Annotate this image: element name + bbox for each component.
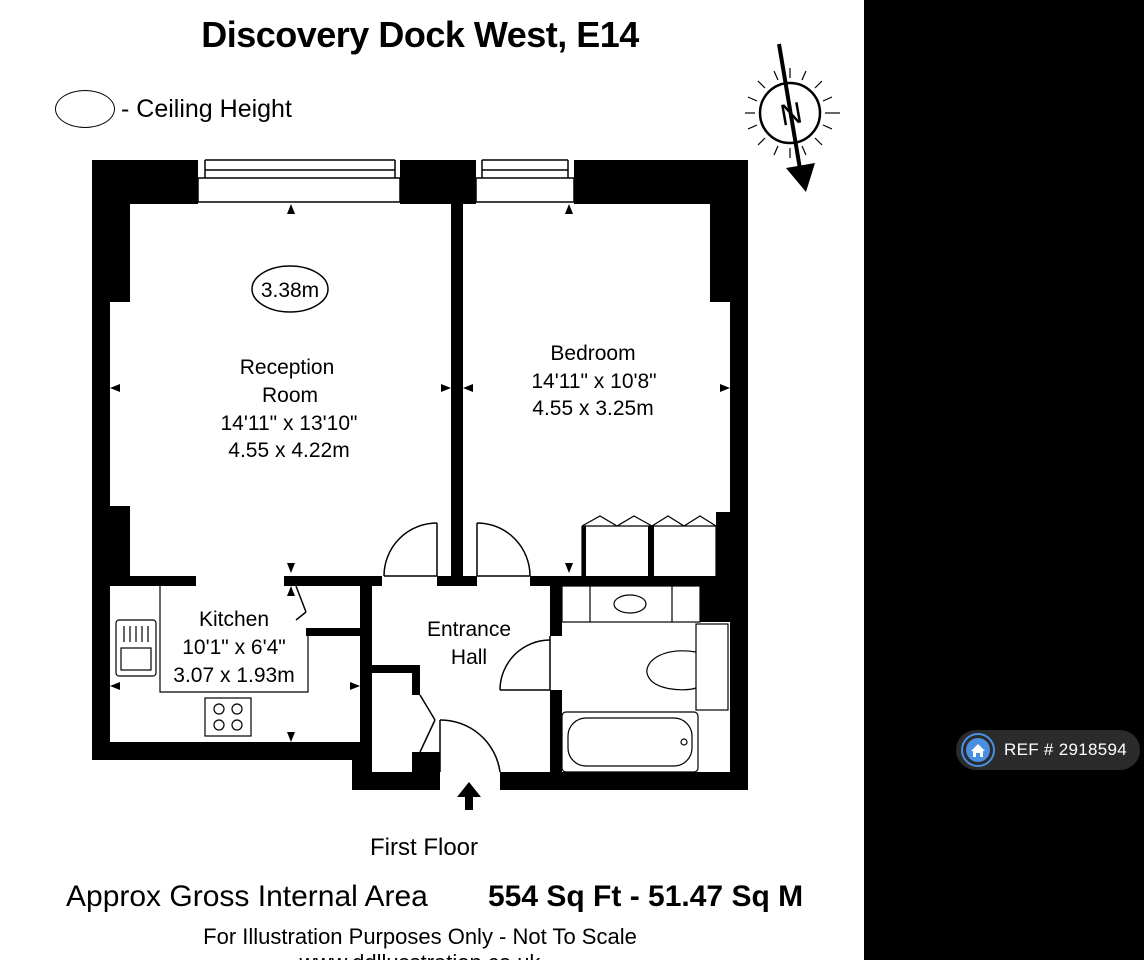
area-value: 554 Sq Ft - 51.47 Sq M: [488, 880, 804, 913]
kitchen-metric: 3.07 x 1.93m: [173, 664, 294, 687]
bedroom-metric: 4.55 x 3.25m: [532, 397, 653, 420]
kitchen-name: Kitchen: [199, 608, 269, 631]
ceiling-height-oval-icon: [251, 265, 329, 313]
ceiling-height-legend: - Ceiling Height: [55, 90, 292, 128]
windows: [197, 159, 575, 203]
kitchen-imperial: 10'1" x 6'4": [182, 636, 286, 659]
right-black-panel: [864, 0, 1144, 960]
dimension-markers: [110, 204, 730, 742]
floor-plan-drawing: N: [92, 43, 840, 810]
outer-walls: [92, 160, 748, 790]
disclaimer-website: www.ddllusstration.co.uk: [0, 950, 840, 960]
disclaimer: For Illustration Purposes Only - Not To …: [203, 924, 637, 949]
compass-label: N: [778, 96, 805, 132]
compass-icon: N: [745, 43, 840, 192]
bedroom-name: Bedroom: [550, 342, 635, 365]
hall-name-line2: Hall: [451, 646, 487, 669]
floor-label: First Floor: [370, 834, 478, 861]
legend-oval-icon: [55, 90, 115, 128]
door-swings: [295, 522, 551, 773]
reception-name-line2: Room: [262, 384, 318, 407]
ceiling-height-value: 3.38m: [261, 279, 319, 302]
hall-name-line1: Entrance: [427, 618, 511, 641]
floorplan-sheet: Discovery Dock West, E14 - Ceiling Heigh…: [0, 14, 840, 960]
bathroom-fittings: [561, 585, 729, 773]
reference-badge[interactable]: REF # 2918594: [956, 730, 1140, 770]
room-entrance-hall: Entrance Hall: [427, 618, 511, 669]
room-reception: Reception Room 14'11" x 13'10" 4.55 x 4.…: [221, 356, 358, 462]
room-bedroom: Bedroom 14'11" x 10'8" 4.55 x 3.25m: [531, 342, 656, 420]
plan-title: Discovery Dock West, E14: [201, 14, 639, 55]
area-label: Approx Gross Internal Area: [66, 880, 428, 913]
reception-metric: 4.55 x 4.22m: [228, 439, 349, 462]
room-kitchen: Kitchen 10'1" x 6'4" 3.07 x 1.93m: [173, 608, 294, 687]
interior-walls: [110, 204, 716, 772]
entrance-arrow-icon: [457, 782, 481, 810]
reception-imperial: 14'11" x 13'10": [221, 412, 358, 435]
legend-label: - Ceiling Height: [121, 94, 292, 123]
home-icon: [961, 733, 995, 767]
reference-label: REF # 2918594: [1004, 740, 1127, 759]
kitchen-fittings: [115, 586, 309, 737]
reception-name-line1: Reception: [240, 356, 335, 379]
bedroom-imperial: 14'11" x 10'8": [531, 370, 656, 393]
